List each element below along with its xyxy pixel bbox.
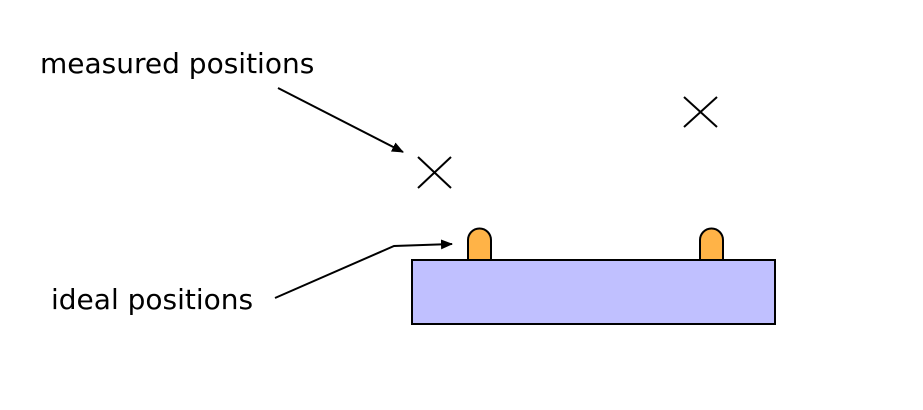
ideal-position-pin — [699, 227, 724, 261]
measured-position-marker — [683, 96, 718, 128]
ideal-positions-label: ideal positions — [51, 283, 253, 316]
measured-arrow — [277, 87, 404, 153]
substrate-block — [411, 259, 776, 325]
measured-position-marker — [417, 156, 452, 189]
ideal-position-pin — [467, 227, 492, 261]
measured-positions-label: measured positions — [40, 47, 314, 80]
ideal-arrow — [274, 239, 453, 299]
